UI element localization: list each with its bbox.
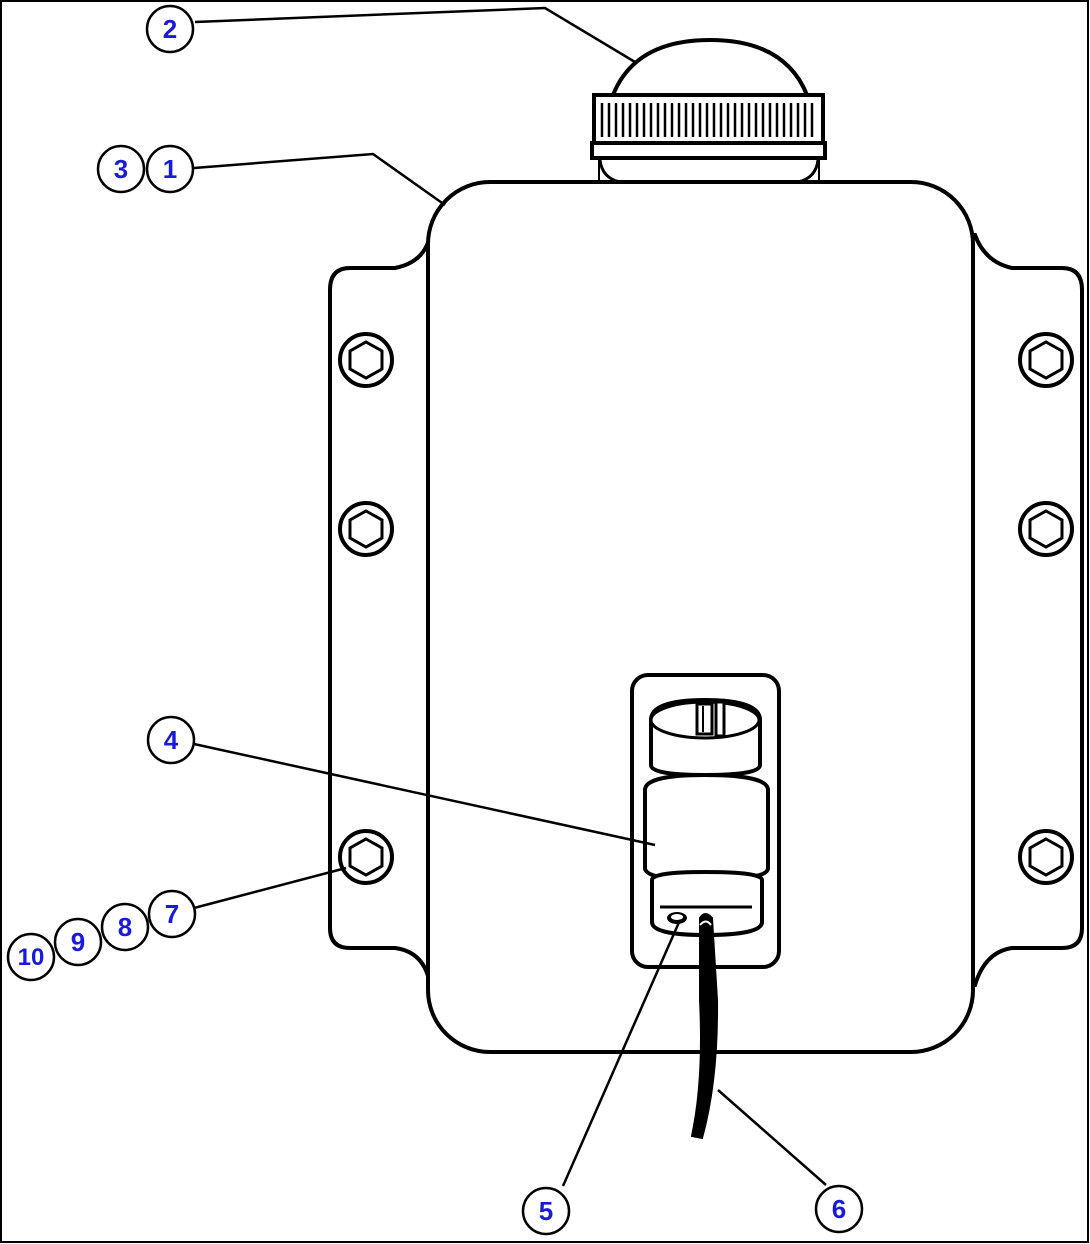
bolt-right-middle <box>1018 501 1074 557</box>
bolt-right-bottom <box>1018 829 1074 885</box>
callout-label-8: 8 <box>118 912 132 942</box>
callout-label-10: 10 <box>18 944 45 971</box>
callout-label-3: 3 <box>114 154 128 184</box>
bolt-right-top <box>1018 332 1074 388</box>
leader-line-2 <box>194 6 636 64</box>
leader-line-6 <box>717 1089 827 1186</box>
callout-label-5: 5 <box>539 1196 553 1226</box>
bolt-left-top <box>338 332 394 388</box>
callout-4: 4 <box>146 715 196 765</box>
callout-label-9: 9 <box>71 927 85 957</box>
callout-3: 3 <box>96 144 146 194</box>
callout-7: 7 <box>147 889 197 939</box>
leader-line-5 <box>561 919 682 1187</box>
callout-label-4: 4 <box>164 725 179 755</box>
leader-line-1 <box>193 152 446 207</box>
leader-lines <box>193 6 827 1187</box>
callout-1: 1 <box>145 144 195 194</box>
callout-2: 2 <box>145 4 195 54</box>
filler-cap <box>590 37 827 160</box>
bolt-left-bottom <box>338 829 394 885</box>
callout-label-6: 6 <box>832 1194 846 1224</box>
callout-6: 6 <box>814 1184 864 1234</box>
callout-label-2: 2 <box>163 14 177 44</box>
callout-10: 10 <box>6 932 56 982</box>
callout-8: 8 <box>100 902 150 952</box>
leader-line-7 <box>193 866 347 910</box>
wiring-harness <box>690 913 719 1140</box>
leader-line-4 <box>193 742 656 847</box>
bolt-left-middle <box>338 501 394 557</box>
callout-9: 9 <box>53 917 103 967</box>
callout-label-7: 7 <box>165 899 179 929</box>
callout-5: 5 <box>521 1186 571 1236</box>
level-sensor-connector <box>643 697 770 938</box>
callout-label-1: 1 <box>163 154 177 184</box>
